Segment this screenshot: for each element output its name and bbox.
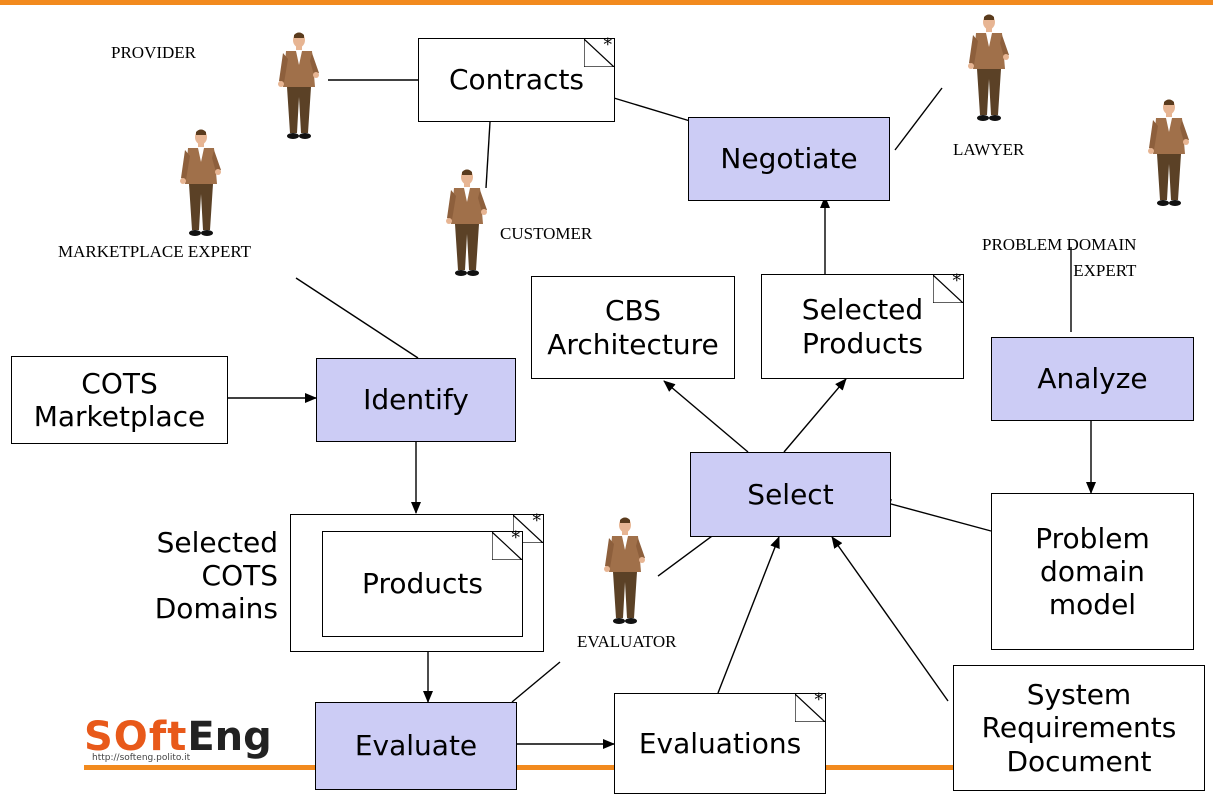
products-artifact[interactable]: Products * [322, 528, 523, 637]
softeng-logo: SOftEng http://softeng.polito.it [84, 714, 272, 763]
select-cbs-architecture-arrow [663, 380, 749, 453]
negotiate-activity[interactable]: Negotiate [688, 117, 890, 201]
cots-marketplace-label: COTS Marketplace [33, 366, 206, 433]
customer-role-label: CUSTOMER [500, 224, 593, 243]
evaluator-actor-icon [604, 517, 645, 624]
folded-corner-icon [795, 694, 825, 722]
lawyer-role-label: LAWYER [953, 140, 1025, 159]
selected-products-label: Selected Products [801, 293, 924, 360]
problem-domain-model-artifact[interactable]: Problem domain model [991, 493, 1194, 650]
system-requirements-label: System Requirements Document [981, 678, 1177, 778]
folded-corner-icon [492, 532, 522, 560]
multiplicity-marker: * [952, 271, 962, 291]
identify-label: Identify [363, 383, 469, 417]
requirements-select-arrow [831, 536, 949, 702]
logo-brand-part-b: Eng [187, 714, 272, 760]
provider-role-label: PROVIDER [111, 43, 197, 62]
evaluator-role-label: EVALUATOR [577, 632, 677, 651]
contracts-label: Contracts [448, 63, 585, 97]
evaluator-select-link [657, 535, 713, 577]
logo-url: http://softeng.polito.it [92, 753, 191, 763]
provider-actor-icon [278, 32, 319, 139]
evaluate-label: Evaluate [354, 729, 478, 763]
cbs-architecture-label: CBS Architecture [547, 294, 719, 361]
problem-domain-model-label: Problem domain model [1035, 521, 1150, 622]
cbs-architecture-artifact[interactable]: CBS Architecture [531, 276, 735, 379]
folded-corner-icon [584, 39, 614, 67]
identify-activity[interactable]: Identify [316, 358, 516, 442]
folded-corner-icon [933, 275, 963, 303]
multiplicity-marker: * [532, 511, 542, 531]
problem-model-select-arrow [879, 499, 992, 532]
analyze-label: Analyze [1037, 362, 1148, 396]
evaluate-activity[interactable]: Evaluate [315, 702, 517, 790]
multiplicity-marker: * [511, 528, 521, 548]
logo-brand-part-a: SOft [84, 714, 188, 760]
problem-domain-expert-actor-icon [1148, 99, 1189, 206]
selected-cots-domains-label: Selected COTS Domains [154, 526, 278, 626]
select-activity[interactable]: Select [690, 452, 891, 537]
multiplicity-marker: * [814, 690, 824, 710]
evaluations-select-arrow [717, 536, 780, 694]
marketplace-expert-actor-icon [180, 129, 221, 236]
marketplace-expert-role-label: MARKETPLACE EXPERT [58, 242, 252, 261]
cots-marketplace-artifact[interactable]: COTS Marketplace [11, 356, 228, 444]
contracts-customer-link [485, 121, 491, 189]
system-requirements-artifact[interactable]: System Requirements Document [953, 665, 1205, 791]
customer-actor-icon [446, 169, 487, 276]
evaluations-artifact[interactable]: Evaluations * [614, 690, 826, 794]
lawyer-actor-icon [968, 14, 1009, 121]
evaluations-label: Evaluations [638, 726, 802, 760]
select-label: Select [747, 477, 834, 511]
multiplicity-marker: * [603, 35, 613, 55]
analyze-activity[interactable]: Analyze [991, 337, 1194, 421]
selected-products-artifact[interactable]: Selected Products * [761, 271, 964, 379]
negotiate-label: Negotiate [720, 142, 858, 176]
select-selected-products-arrow [783, 378, 847, 453]
lawyer-negotiate-link [894, 87, 943, 151]
bottom-accent-bar [84, 765, 1124, 770]
marketplace-expert-identify-link [295, 277, 419, 359]
evaluator-evaluate-link [511, 661, 561, 703]
products-label: Products [362, 567, 483, 601]
top-accent-bar [0, 0, 1213, 5]
contracts-artifact[interactable]: Contracts * [418, 35, 615, 122]
folded-corner-icon [513, 515, 543, 543]
problem-domain-expert-role-label: PROBLEM DOMAIN EXPERT [982, 235, 1137, 281]
